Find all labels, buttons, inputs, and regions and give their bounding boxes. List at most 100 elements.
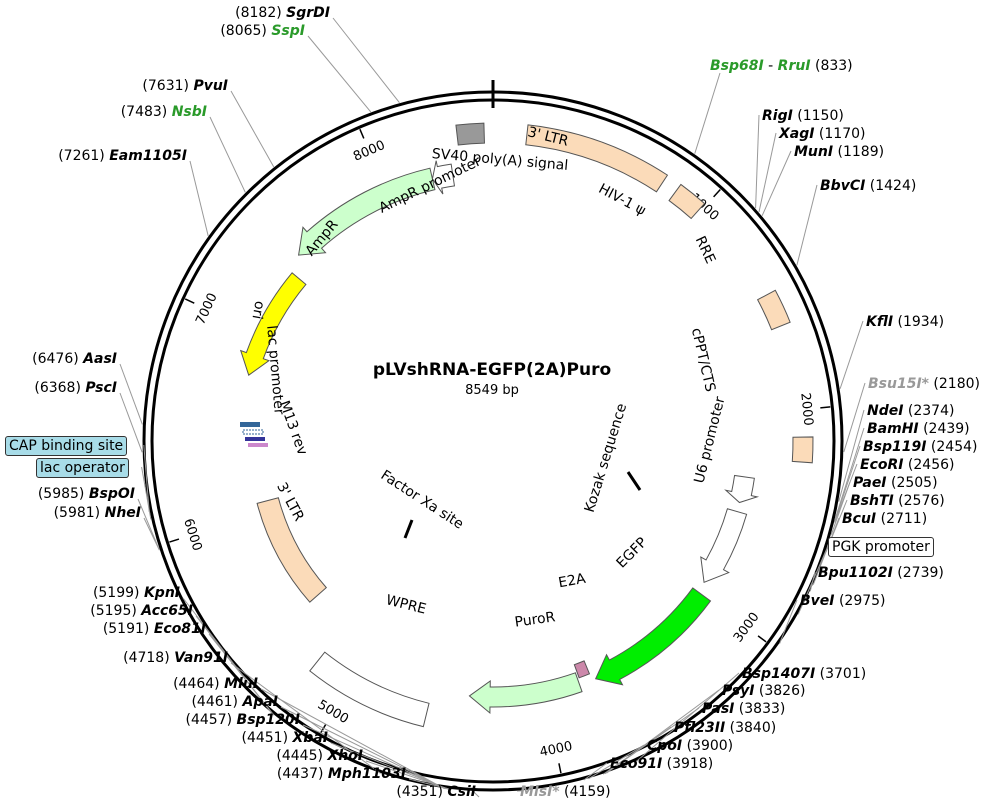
restriction-site: (5195) Acc65I — [90, 603, 193, 619]
site-name: Bsu15I* — [868, 376, 930, 392]
site-position: (4437) — [277, 766, 328, 782]
leader-line — [189, 160, 209, 236]
tick-mark — [558, 763, 562, 774]
site-position: (2739) — [893, 565, 944, 581]
site-position: (5195) — [90, 603, 141, 619]
feature-label-box: lac operator — [36, 458, 129, 478]
site-name: PaeI — [853, 475, 887, 491]
leader-line — [260, 688, 445, 790]
restriction-site: Eco91I (3918) — [610, 756, 713, 772]
site-name: XagI — [778, 126, 814, 142]
restriction-site: (6368) PscI — [34, 380, 117, 396]
tick-label: 7000 — [193, 291, 220, 327]
site-name: Mph1103I — [328, 766, 406, 782]
site-name: PasI — [702, 701, 734, 717]
leader-line — [143, 444, 150, 512]
site-separator: - — [764, 58, 778, 74]
site-position: (1934) — [893, 314, 944, 330]
tick-mark — [320, 723, 327, 734]
feature-label: RRE — [692, 234, 718, 266]
restriction-site: PasI (3833) — [702, 701, 785, 717]
site-name: SspI — [271, 23, 305, 39]
site-name: PsyI — [722, 683, 754, 699]
site-name: NdeI — [867, 403, 903, 419]
site-name: Van91I — [174, 650, 228, 666]
site-name: Bsp120I — [237, 712, 300, 728]
leader-line — [797, 545, 829, 615]
restriction-site: BbvCI (1424) — [820, 178, 916, 194]
site-position: (5985) — [38, 486, 89, 502]
leader-line — [583, 762, 608, 781]
tick-label: 2000 — [797, 392, 815, 426]
leader-line — [761, 150, 792, 216]
site-position: (5191) — [103, 621, 154, 637]
plasmid-size: 8549 bp — [465, 383, 519, 398]
restriction-site: (5199) KpnI — [93, 585, 180, 601]
site-position: (8065) — [220, 23, 271, 39]
restriction-site: (4451) XbaI — [242, 730, 329, 746]
leader-line — [332, 17, 400, 103]
site-position: (4445) — [276, 748, 327, 764]
site-position: (3826) — [754, 683, 805, 699]
restriction-site: PsyI (3826) — [722, 683, 805, 699]
site-name: PvuI — [193, 78, 228, 94]
factor-xa-marker — [403, 519, 414, 539]
leader-line — [137, 498, 160, 550]
tick-mark — [169, 538, 180, 543]
restriction-site: BveI (2975) — [800, 593, 886, 609]
leader-line — [119, 392, 143, 453]
leader-line — [755, 114, 760, 209]
restriction-site: NdeI (2374) — [867, 403, 954, 419]
restriction-site: (8065) SspI — [220, 23, 305, 39]
site-position: (4159) — [560, 784, 611, 800]
site-position: (833) — [811, 58, 853, 74]
restriction-site: (4351) CsiI — [396, 784, 476, 800]
leader-line — [838, 409, 865, 502]
leader-line — [307, 35, 372, 113]
site-name: Bpu1102I — [818, 565, 893, 581]
tick-label: 5000 — [315, 697, 351, 727]
tick-label: 8000 — [351, 138, 387, 165]
restriction-site: MlsI* (4159) — [520, 784, 611, 800]
site-position: (3840) — [725, 720, 776, 736]
site-position: (2454) — [926, 439, 977, 455]
restriction-site: (5981) NheI — [54, 505, 141, 521]
restriction-site: Bsp119I (2454) — [863, 439, 977, 455]
site-position: (3900) — [682, 738, 733, 754]
site-name: RigI — [762, 108, 793, 124]
site-position: (7261) — [58, 148, 109, 164]
site-position: (4461) — [191, 694, 242, 710]
site-name: Pfl23II — [674, 720, 725, 736]
site-name: Bsp68I — [710, 58, 764, 74]
site-position: (5981) — [54, 505, 105, 521]
feature-e2a — [573, 660, 591, 679]
restriction-site: (4464) MluI — [173, 676, 258, 692]
tick-mark — [820, 406, 831, 409]
site-position: (1150) — [793, 108, 844, 124]
site-name: BcuI — [842, 511, 876, 527]
restriction-site: (4445) XhoI — [276, 748, 363, 764]
feature-arcs — [239, 122, 814, 728]
site-name: NsbI — [172, 104, 207, 120]
site-name: EcoRI — [860, 457, 903, 473]
leader-line — [834, 445, 861, 523]
site-position: (6476) — [32, 351, 83, 367]
restriction-site: KflI (1934) — [866, 314, 944, 330]
feature-label-box: CAP binding site — [5, 436, 128, 456]
site-name: Eco81I — [154, 621, 206, 637]
site-position: (3701) — [815, 666, 866, 682]
feature-ampr — [297, 167, 436, 256]
restriction-site: (5985) BspOI — [38, 486, 135, 502]
leader-line — [230, 90, 275, 168]
feature-ori — [239, 272, 307, 376]
leader-line — [833, 463, 858, 523]
restriction-site: PaeI (2505) — [853, 475, 938, 491]
restriction-site: (4718) Van91I — [123, 650, 228, 666]
site-name: XhoI — [326, 748, 363, 764]
restriction-site: BshTI (2576) — [850, 493, 945, 509]
site-position: (2374) — [903, 403, 954, 419]
site-name: BamHI — [867, 421, 919, 437]
restriction-site: (4457) Bsp120I — [186, 712, 300, 728]
leader-line — [330, 742, 448, 790]
restriction-site: (7483) NsbI — [121, 104, 207, 120]
